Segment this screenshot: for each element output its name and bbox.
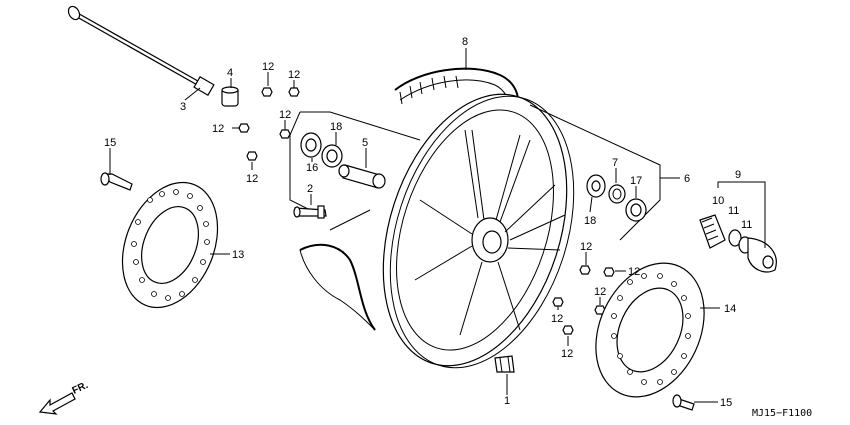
callout-18-right: 18 — [584, 215, 596, 227]
bolt-group-upper — [238, 87, 300, 161]
tire-part — [299, 67, 520, 331]
callout-12-c: 12 — [212, 123, 224, 135]
leader-lines — [109, 48, 720, 403]
brake-disc-left-part — [121, 181, 219, 309]
brake-disc-right-part — [595, 262, 705, 398]
hub-detail-frame — [289, 111, 421, 231]
balance-weight-part — [494, 355, 515, 373]
callout-16: 16 — [306, 162, 318, 174]
speedometer-gearbox-part — [699, 181, 777, 273]
callout-13: 13 — [232, 249, 244, 261]
callout-12-h: 12 — [594, 286, 606, 298]
callout-18-left: 18 — [330, 121, 342, 133]
callout-11-a: 11 — [728, 205, 739, 217]
callout-12-i: 12 — [551, 313, 563, 325]
diagram-code: MJ15−F1100 — [752, 408, 812, 419]
axle-collar-part — [221, 86, 239, 107]
callout-12-g: 12 — [628, 266, 640, 278]
distance-collar-part — [338, 164, 386, 189]
callout-9: 9 — [735, 169, 741, 181]
callout-6: 6 — [684, 173, 690, 185]
callout-5: 5 — [362, 137, 368, 149]
front-direction-arrow: FR. — [38, 380, 90, 415]
callout-15-left: 15 — [104, 137, 116, 149]
callout-4: 4 — [227, 67, 233, 79]
callout-12-b: 12 — [288, 69, 300, 81]
callout-10: 10 — [712, 195, 724, 207]
callout-8: 8 — [462, 36, 468, 48]
callout-12-a: 12 — [262, 61, 274, 73]
wheel-rim-part — [382, 93, 575, 369]
disc-bolt-right-part — [672, 394, 695, 411]
callout-12-j: 12 — [561, 348, 573, 360]
disc-bolt-left-part — [100, 172, 133, 191]
callout-labels: 8 4 3 12 12 12 12 12 15 18 16 5 2 13 7 6… — [104, 36, 752, 409]
callout-15-right: 15 — [720, 397, 732, 409]
callout-11-b: 11 — [741, 219, 752, 231]
front-direction-label: FR. — [71, 380, 90, 397]
callout-12-d: 12 — [279, 109, 291, 121]
hub-detail-frame-right — [529, 104, 661, 241]
callout-1: 1 — [504, 395, 510, 407]
callout-12-e: 12 — [246, 173, 258, 185]
callout-3: 3 — [180, 101, 186, 113]
axle-part — [67, 5, 215, 97]
callout-17: 17 — [630, 175, 642, 187]
callout-14: 14 — [724, 303, 736, 315]
bolt-group-right — [552, 265, 615, 335]
callout-12-f: 12 — [580, 241, 592, 253]
left-bearing-part — [300, 132, 343, 168]
callout-7: 7 — [612, 157, 618, 169]
callout-2: 2 — [307, 183, 313, 195]
air-valve-part — [293, 205, 327, 219]
